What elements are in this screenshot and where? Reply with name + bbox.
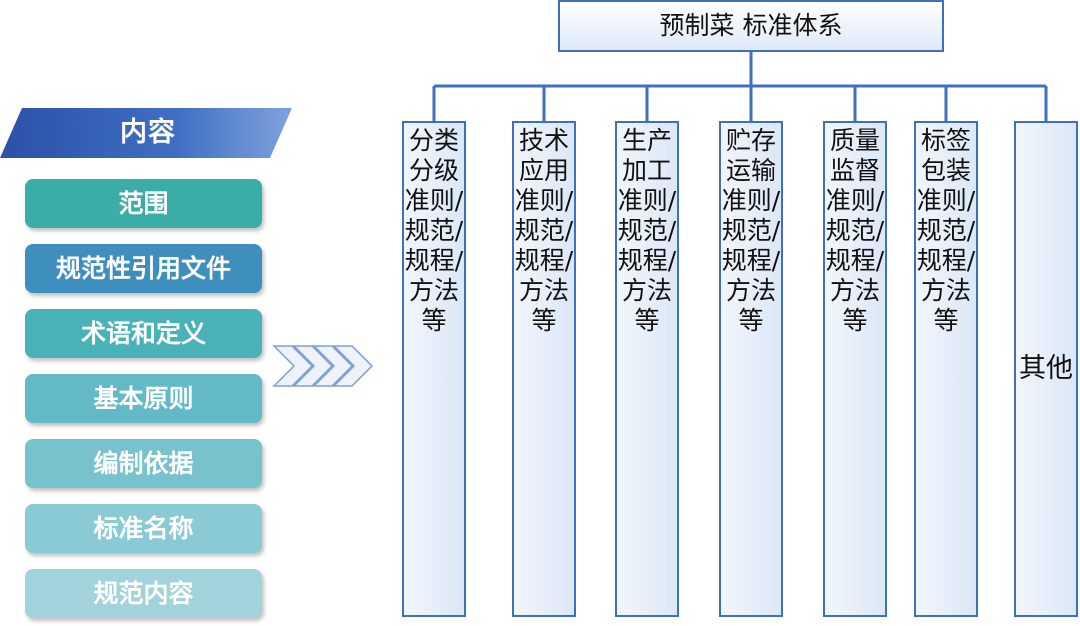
- column-quality-supervision: 质量监督准则/规范/规程/方法等: [823, 121, 887, 617]
- content-header-shape: [0, 108, 292, 158]
- column-storage-transport: 贮存运输准则/规范/规程/方法等: [719, 121, 783, 617]
- column-other-text: 其他: [1019, 353, 1073, 384]
- column-other: 其他: [1014, 121, 1078, 617]
- column-label-packaging: 标签包装准则/规范/规程/方法等: [914, 121, 978, 617]
- column-production-processing-text: 生产加工准则/规范/规程/方法等: [617, 126, 677, 335]
- column-label-packaging-text: 标签包装准则/规范/规程/方法等: [916, 126, 976, 335]
- column-technical-application: 技术应用准则/规范/规程/方法等: [512, 121, 576, 617]
- content-item-specification-content: 规范内容: [25, 569, 262, 618]
- root-node: 预制菜 标准体系: [558, 0, 944, 52]
- column-classification-text: 分类分级准则/规范/规程/方法等: [404, 126, 464, 335]
- content-item-scope: 范围: [25, 179, 262, 228]
- content-item-normative-references: 规范性引用文件: [25, 244, 262, 293]
- content-item-basic-principles: 基本原则: [25, 374, 262, 423]
- content-header: 内容: [0, 108, 292, 158]
- column-quality-supervision-text: 质量监督准则/规范/规程/方法等: [825, 126, 885, 335]
- content-item-compilation-basis: 编制依据: [25, 439, 262, 488]
- column-classification: 分类分级准则/规范/规程/方法等: [402, 121, 466, 617]
- column-storage-transport-text: 贮存运输准则/规范/规程/方法等: [721, 126, 781, 335]
- column-technical-application-text: 技术应用准则/规范/规程/方法等: [514, 126, 574, 335]
- chevron-arrows-icon: [272, 345, 374, 387]
- column-production-processing: 生产加工准则/规范/规程/方法等: [615, 121, 679, 617]
- content-item-terms-definitions: 术语和定义: [25, 309, 262, 358]
- content-item-standard-name: 标准名称: [25, 504, 262, 553]
- content-header-label: 内容: [120, 117, 176, 148]
